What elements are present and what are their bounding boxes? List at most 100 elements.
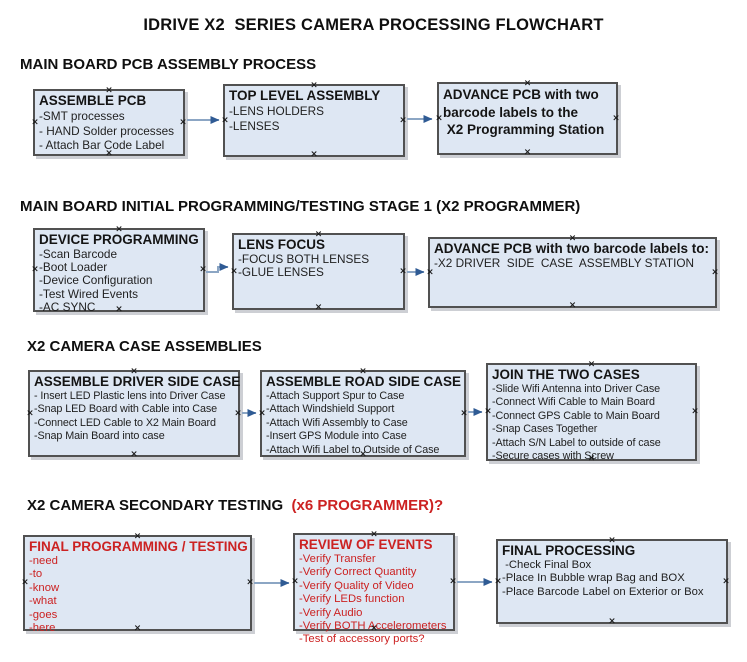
box-step: -Verify LEDs function xyxy=(299,593,405,606)
box-step: -AC SYNC xyxy=(39,299,96,314)
box-step: -Verify Correct Quantity xyxy=(299,566,417,579)
box-step: -what xyxy=(29,595,57,608)
box-step: -Scan Barcode xyxy=(39,247,118,261)
box-assemble-road-side-case: ASSEMBLE ROAD SIDE CASE -Attach Support … xyxy=(258,367,468,459)
connection-point-icon: × xyxy=(722,576,730,586)
box-step: -Connect LED Cable to X2 Main Board xyxy=(34,416,216,429)
box-step: -Attach Wifi Assembly to Case xyxy=(266,416,408,429)
box-step: -Insert GPS Module into Case xyxy=(266,430,407,443)
box-step: -LENS HOLDERS xyxy=(229,104,325,118)
box-title: ADVANCE PCB with two barcode labels to: xyxy=(434,241,710,256)
box-step: -Test of accessory ports? xyxy=(299,633,425,646)
box-title: REVIEW OF EVENTS xyxy=(299,537,433,552)
connection-point-icon: × xyxy=(523,147,532,158)
connection-point-icon: × xyxy=(130,449,138,460)
box-step: -Slide Wifi Antenna into Driver Case xyxy=(492,383,661,395)
box-step: -GLUE LENSES xyxy=(238,265,324,280)
box-title: TOP LEVEL ASSEMBLY xyxy=(229,88,381,103)
box-advance-pcb-to-driver-side-station: ADVANCE PCB with two barcode labels to: … xyxy=(426,234,719,311)
box-step: -LENSES xyxy=(229,118,280,133)
connection-point-icon: × xyxy=(449,576,457,587)
box-step: -FOCUS BOTH LENSES xyxy=(238,252,370,266)
connection-point-icon: × xyxy=(258,408,266,418)
box-title: FINAL PROGRAMMING / TESTING xyxy=(29,539,248,554)
connection-point-icon: × xyxy=(179,117,187,127)
box-step: -Attach Windshield Support xyxy=(266,403,395,416)
connection-point-icon: × xyxy=(291,576,299,587)
box-lens-focus: LENS FOCUS -FOCUS BOTH LENSES -GLUE LENS… xyxy=(230,230,407,313)
section-heading-initial-programming: MAIN BOARD INITIAL PROGRAMMING/TESTING S… xyxy=(20,198,581,215)
box-join-the-two-cases: JOIN THE TWO CASES -Slide Wifi Antenna i… xyxy=(484,360,699,463)
connection-point-icon: × xyxy=(460,408,468,418)
box-device-programming: DEVICE PROGRAMMING -Scan Barcode -Boot L… xyxy=(31,225,207,314)
box-title: FINAL PROCESSING xyxy=(502,543,636,558)
box-bold-line: barcode labels to the xyxy=(443,104,579,120)
box-final-programming-testing: FINAL PROGRAMMING / TESTING -need -to -k… xyxy=(21,532,254,634)
box-step: -Attach S/N Label to outside of case xyxy=(492,436,661,449)
box-title: LENS FOCUS xyxy=(238,237,326,252)
connection-point-icon: × xyxy=(199,264,207,275)
connection-point-icon: × xyxy=(234,408,242,418)
box-step: - HAND Solder processes xyxy=(39,123,175,138)
heading-black-text: X2 CAMERA SECONDARY TESTING xyxy=(27,497,288,514)
connection-point-icon: × xyxy=(314,302,323,313)
box-step: -Verify BOTH Accelerometers xyxy=(299,620,447,633)
box-step: -Verify Transfer xyxy=(299,553,376,565)
box-step: -Test Wired Events xyxy=(39,286,138,301)
box-step: -Connect Wifi Cable to Main Board xyxy=(492,396,655,409)
section-heading-case-assemblies: X2 CAMERA CASE ASSEMBLIES xyxy=(27,338,262,355)
box-step: -to xyxy=(29,568,43,581)
box-step: -SMT processes xyxy=(39,109,125,123)
box-step: -Snap Cases Together xyxy=(492,423,598,436)
box-advance-pcb-to-programming-station: ADVANCE PCB with two barcode labels to t… xyxy=(435,79,620,158)
connection-point-icon: × xyxy=(494,576,502,586)
connection-point-icon: × xyxy=(230,266,238,276)
page-title: IDRIVE X2 SERIES CAMERA PROCESSING FLOWC… xyxy=(143,16,604,34)
box-review-of-events: REVIEW OF EVENTS -Verify Transfer -Verif… xyxy=(291,530,457,645)
box-step: -know xyxy=(29,581,60,594)
box-step: -Place Barcode Label on Exterior or Box xyxy=(502,585,704,598)
connection-point-icon: × xyxy=(246,577,254,588)
box-step: -here xyxy=(29,622,56,635)
box-step: -goes xyxy=(29,608,58,621)
box-step: -Secure cases with Screw xyxy=(492,450,614,463)
connection-point-icon: × xyxy=(310,149,318,160)
box-step: -Device Configuration xyxy=(39,273,153,288)
connection-point-icon: × xyxy=(31,117,39,127)
connection-point-icon: × xyxy=(26,408,34,418)
box-step: -Attach Support Spur to Case xyxy=(266,390,405,402)
box-title: JOIN THE TWO CASES xyxy=(492,367,640,382)
box-step: -Boot Loader xyxy=(39,260,108,275)
connection-point-icon: × xyxy=(31,264,39,275)
box-step: -Attach Wifi Label to Outside of Case xyxy=(266,443,440,456)
connection-point-icon: × xyxy=(484,406,492,417)
box-step: -need xyxy=(29,555,58,567)
connection-point-icon: × xyxy=(612,113,620,123)
flow-arrow xyxy=(206,263,229,273)
box-final-processing: FINAL PROCESSING -Check Final Box -Place… xyxy=(494,536,730,627)
box-step: -Verify Audio xyxy=(299,606,363,619)
connection-point-icon: × xyxy=(426,267,434,277)
connection-point-icon: × xyxy=(399,266,407,276)
section-heading-secondary-testing: X2 CAMERA SECONDARY TESTING (x6 PROGRAMM… xyxy=(27,497,443,514)
box-step: - Attach Bar Code Label xyxy=(39,138,165,152)
box-assemble-driver-side-case: ASSEMBLE DRIVER SIDE CASE - Insert LED P… xyxy=(26,367,242,460)
connection-point-icon: × xyxy=(21,577,29,588)
box-top-level-assembly: TOP LEVEL ASSEMBLY -LENS HOLDERS -LENSES… xyxy=(221,81,407,160)
box-step: -Connect GPS Cable to Main Board xyxy=(492,409,660,422)
box-step: - Insert LED Plastic lens into Driver Ca… xyxy=(34,390,226,402)
connection-point-icon: × xyxy=(221,115,229,125)
box-assemble-pcb: ASSEMBLE PCB -SMT processes - HAND Solde… xyxy=(31,86,187,158)
connection-point-icon: × xyxy=(568,300,577,311)
box-step: -X2 DRIVER SIDE CASE ASSEMBLY STATION xyxy=(434,256,695,270)
box-bold-line: ADVANCE PCB with two xyxy=(443,87,599,102)
connection-point-icon: × xyxy=(711,267,719,277)
box-title: DEVICE PROGRAMMING xyxy=(39,232,199,247)
box-step: -Verify Quality of Video xyxy=(299,579,414,592)
section-heading-pcb-assembly: MAIN BOARD PCB ASSEMBLY PROCESS xyxy=(20,56,317,73)
connection-point-icon: × xyxy=(399,115,407,125)
connection-point-icon: × xyxy=(608,616,616,627)
connection-point-icon: × xyxy=(691,406,699,417)
box-bold-line: X2 Programming Station xyxy=(443,122,605,137)
